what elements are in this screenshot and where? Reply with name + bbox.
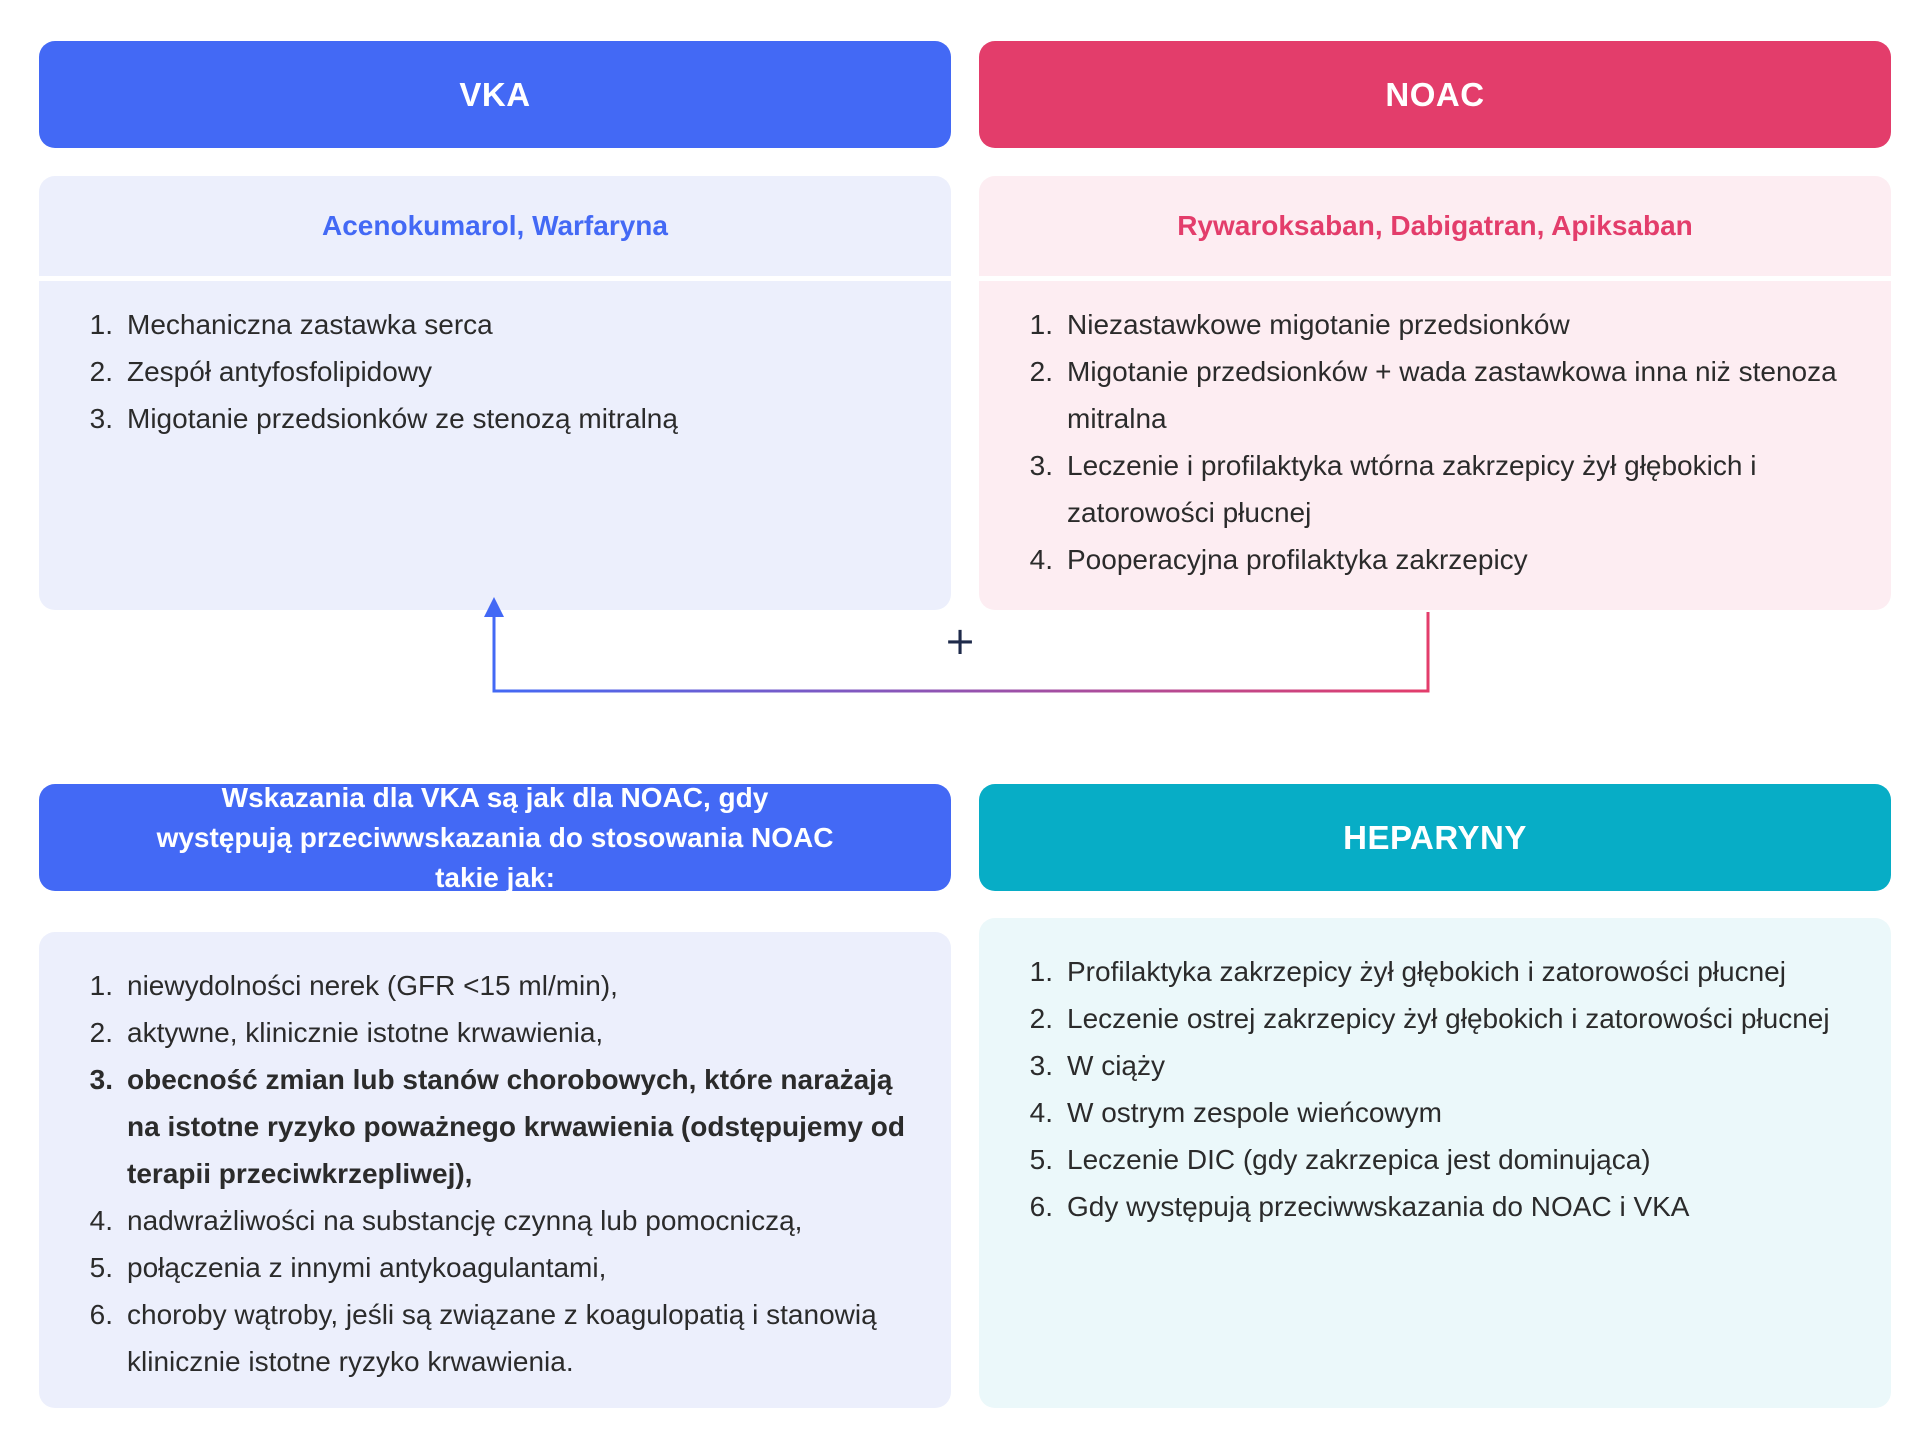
vka-item-text: Migotanie przedsionków ze stenozą mitral… (127, 403, 678, 434)
vka-panel: Acenokumarol, Warfaryna 1. Mechaniczna za… (39, 176, 951, 610)
contraindications-list: 1. niewydolności nerek (GFR <15 ml/min), 2… (39, 932, 951, 1385)
noac-drugs: Rywaroksaban, Dabigatran, Apiksaban (1177, 210, 1693, 241)
noac-item-text: Pooperacyjna profilaktyka zakrzepicy (1067, 544, 1528, 575)
heparyny-title: HEPARYNY (1343, 818, 1527, 856)
heparyny-item: 3. W ciąży (1019, 1042, 1851, 1089)
contra-item-number: 6. (89, 1299, 113, 1330)
vka-item-text: Zespół antyfosfolipidowy (127, 356, 433, 387)
heparyny-item-number: 4. (1029, 1097, 1053, 1128)
noac-item-number: 1. (1029, 309, 1053, 340)
contra-item: 3. obecność zmian lub stanów chorobowych,… (79, 1056, 911, 1197)
vka-item: 3. Migotanie przedsionków ze stenozą mitr… (79, 395, 911, 442)
contra-item: 5. połączenia z innymi antykoagulantami, (79, 1244, 911, 1291)
noac-item-number: 2. (1029, 356, 1053, 387)
contra-item-text: niewydolności nerek (GFR <15 ml/min), (127, 970, 618, 1001)
contra-item: 4. nadwrażliwości na substancję czynną lu… (79, 1197, 911, 1244)
contra-item-text: nadwrażliwości na substancję czynną lub … (127, 1205, 803, 1236)
arrowhead-icon (484, 597, 504, 617)
heparyny-item-text: Leczenie ostrej zakrzepicy żył głębokich… (1067, 1003, 1830, 1034)
noac-divider (979, 276, 1891, 281)
heparyny-item-text: W ostrym zespole wieńcowym (1067, 1097, 1442, 1128)
vka-item: 1. Mechaniczna zastawka serca (79, 301, 911, 348)
heparyny-header: HEPARYNY (979, 784, 1891, 891)
vka-header: VKA (39, 41, 951, 148)
noac-item-number: 3. (1029, 450, 1053, 481)
noac-item: 2. Migotanie przedsionków + wada zastawko… (1019, 348, 1851, 442)
vka-divider (39, 276, 951, 281)
contra-item-number: 5. (89, 1252, 113, 1283)
plus-sign: + (944, 619, 976, 663)
contra-item-number: 1. (89, 970, 113, 1001)
heparyny-item-text: W ciąży (1067, 1050, 1165, 1081)
connector-line (492, 612, 1430, 693)
vka-item-number: 2. (89, 356, 113, 387)
contra-item: 6. choroby wątroby, jeśli są związane z k… (79, 1291, 911, 1385)
contra-title: Wskazania dla VKA są jak dla NOAC, gdy w… (156, 781, 834, 893)
heparyny-item-number: 1. (1029, 956, 1053, 987)
vka-title: VKA (459, 75, 531, 113)
contra-item-text: choroby wątroby, jeśli są związane z koa… (127, 1299, 877, 1377)
heparyny-item-text: Profilaktyka zakrzepicy żył głębokich i … (1067, 956, 1786, 987)
noac-item-text: Migotanie przedsionków + wada zastawkowa… (1067, 356, 1837, 434)
contra-item: 2. aktywne, klinicznie istotne krwawienia… (79, 1009, 911, 1056)
contra-item-text: połączenia z innymi antykoagulantami, (127, 1252, 607, 1283)
connector-arrow: + (484, 597, 1430, 693)
noac-item: 3. Leczenie i profilaktyka wtórna zakrzep… (1019, 442, 1851, 536)
noac-item-number: 4. (1029, 544, 1053, 575)
vka-item-number: 3. (89, 403, 113, 434)
heparyny-item-number: 3. (1029, 1050, 1053, 1081)
vka-item-number: 1. (89, 309, 113, 340)
heparyny-item: 5. Leczenie DIC (gdy zakrzepica jest domi… (1019, 1136, 1851, 1183)
heparyny-item: 1. Profilaktyka zakrzepicy żył głębokich … (1019, 948, 1851, 995)
heparyny-indications-list: 1. Profilaktyka zakrzepicy żył głębokich … (979, 918, 1891, 1230)
heparyny-item: 2. Leczenie ostrej zakrzepicy żył głęboki… (1019, 995, 1851, 1042)
heparyny-panel: 1. Profilaktyka zakrzepicy żył głębokich … (979, 918, 1891, 1408)
vka-item-text: Mechaniczna zastawka serca (127, 309, 493, 340)
vka-item: 2. Zespół antyfosfolipidowy (79, 348, 911, 395)
heparyny-item-number: 6. (1029, 1191, 1053, 1222)
contra-item: 1. niewydolności nerek (GFR <15 ml/min), (79, 962, 911, 1009)
noac-header: NOAC (979, 41, 1891, 148)
heparyny-item-number: 5. (1029, 1144, 1053, 1175)
contra-panel: 1. niewydolności nerek (GFR <15 ml/min), 2… (39, 932, 951, 1408)
noac-item-text: Leczenie i profilaktyka wtórna zakrzepic… (1067, 450, 1757, 528)
contra-item-text: aktywne, klinicznie istotne krwawienia, (127, 1017, 604, 1048)
noac-indications-list: 1. Niezastawkowe migotanie przedsionków 2.… (979, 281, 1891, 583)
heparyny-item-number: 2. (1029, 1003, 1053, 1034)
noac-title: NOAC (1385, 75, 1485, 113)
noac-item: 1. Niezastawkowe migotanie przedsionków (1019, 301, 1851, 348)
heparyny-item-text: Leczenie DIC (gdy zakrzepica jest dominu… (1067, 1144, 1651, 1175)
vka-drugs: Acenokumarol, Warfaryna (322, 210, 668, 241)
contra-item-number: 2. (89, 1017, 113, 1048)
contra-header: Wskazania dla VKA są jak dla NOAC, gdy w… (39, 782, 951, 893)
vka-indications-list: 1. Mechaniczna zastawka serca 2. Zespół ant… (39, 281, 951, 442)
contra-item-number: 3. (89, 1064, 113, 1095)
heparyny-item: 4. W ostrym zespole wieńcowym (1019, 1089, 1851, 1136)
contra-item-text: obecność zmian lub stanów chorobowych, k… (127, 1064, 905, 1189)
noac-item: 4. Pooperacyjna profilaktyka zakrzepicy (1019, 536, 1851, 583)
noac-item-text: Niezastawkowe migotanie przedsionków (1067, 309, 1570, 340)
contra-item-number: 4. (89, 1205, 113, 1236)
heparyny-item: 6. Gdy występują przeciwwskazania do NOAC… (1019, 1183, 1851, 1230)
heparyny-item-text: Gdy występują przeciwwskazania do NOAC i… (1067, 1191, 1690, 1222)
noac-panel: Rywaroksaban, Dabigatran, Apiksaban 1. Ni… (979, 176, 1891, 610)
